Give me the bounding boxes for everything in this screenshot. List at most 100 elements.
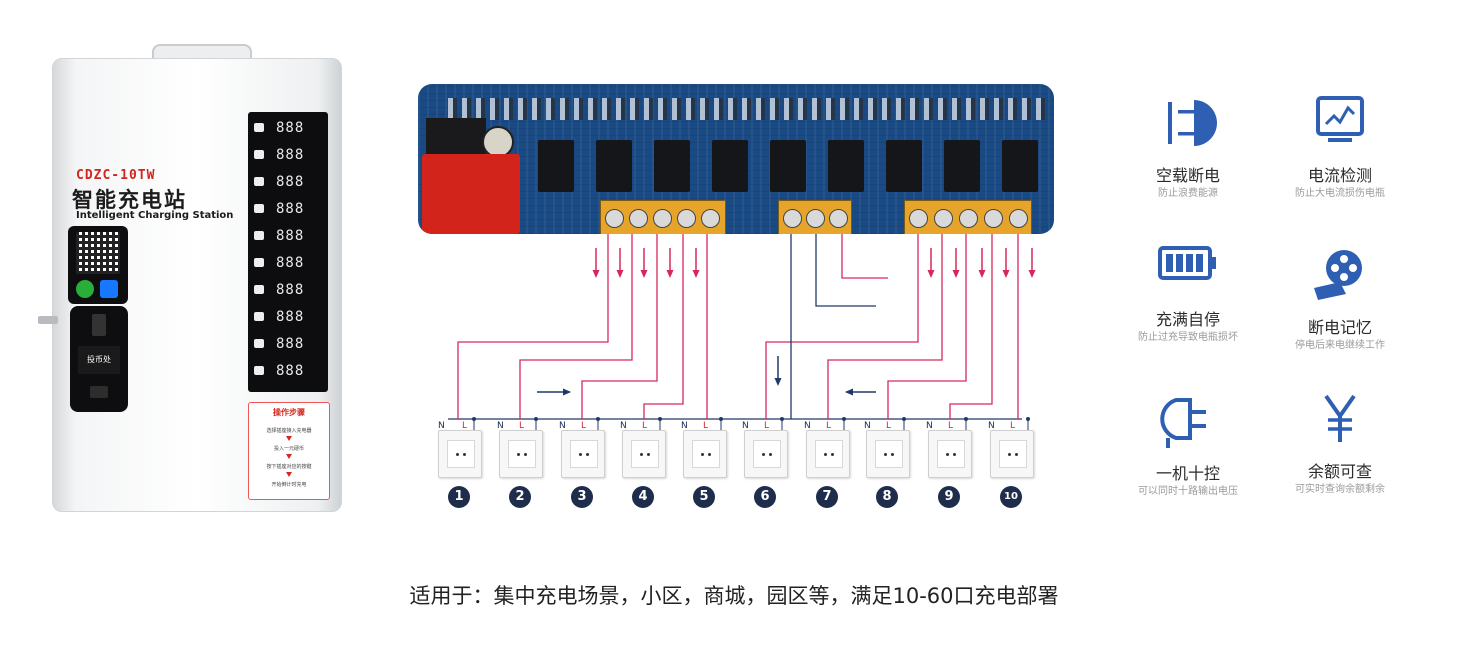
socket-hole bbox=[579, 453, 582, 456]
port-button bbox=[254, 177, 264, 186]
outlet-face bbox=[508, 440, 536, 468]
neutral-label: N bbox=[804, 421, 811, 431]
yen-icon bbox=[1324, 394, 1356, 442]
feature-subtitle: 可以同时十路输出电压 bbox=[1138, 486, 1238, 497]
outlet-face bbox=[692, 440, 720, 468]
power-outlet bbox=[683, 430, 727, 478]
port-button bbox=[254, 285, 264, 294]
display-row: 888 bbox=[252, 361, 324, 381]
arrow-down-icon bbox=[286, 472, 292, 477]
coin-slot bbox=[92, 314, 106, 336]
caption: 适用于：集中充电场景，小区，商城，园区等，满足10-60口充电部署 bbox=[409, 584, 1059, 608]
battery-full-icon bbox=[1158, 246, 1216, 280]
terminal-block bbox=[600, 200, 726, 234]
live-label: L bbox=[462, 421, 468, 431]
live-label: L bbox=[581, 421, 587, 431]
outlet-face bbox=[937, 440, 965, 468]
terminal-screw bbox=[829, 209, 848, 228]
device-title-en: Intelligent Charging Station bbox=[76, 210, 234, 221]
charging-station-device: CDZC-10TW 智能充电站 Intelligent Charging Sta… bbox=[38, 44, 342, 512]
digit-display: 888 bbox=[276, 174, 305, 190]
step-text: 选择插座接入充电器 bbox=[266, 428, 312, 434]
terminal-screw bbox=[783, 209, 802, 228]
neutral-label: N bbox=[559, 421, 566, 431]
socket-hole bbox=[701, 453, 704, 456]
neutral-label: N bbox=[620, 421, 627, 431]
component-row bbox=[448, 98, 1048, 120]
terminal-screw bbox=[934, 209, 953, 228]
digit-display: 888 bbox=[276, 255, 305, 271]
terminal-block bbox=[778, 200, 852, 234]
power-outlet bbox=[928, 430, 972, 478]
alipay-icon bbox=[100, 280, 118, 298]
arrow-down-icon bbox=[1028, 248, 1036, 278]
power-outlet bbox=[499, 430, 543, 478]
arrow-right-icon bbox=[537, 388, 571, 396]
arrow-down-icon bbox=[286, 454, 292, 459]
outlet-face bbox=[570, 440, 598, 468]
display-panel: 888 888 888 888 888 888 888 888 888 888 bbox=[248, 112, 328, 392]
socket-hole bbox=[586, 453, 589, 456]
live-wire bbox=[519, 234, 633, 419]
relay bbox=[944, 140, 980, 192]
feature-subtitle: 防止浪费能源 bbox=[1158, 188, 1218, 199]
power-outlet bbox=[622, 430, 666, 478]
socket-hole bbox=[524, 453, 527, 456]
side-pin bbox=[38, 316, 58, 324]
qr-panel bbox=[68, 226, 128, 304]
socket-hole bbox=[1015, 453, 1018, 456]
socket-hole bbox=[708, 453, 711, 456]
wires bbox=[448, 234, 1030, 430]
live-label: L bbox=[703, 421, 709, 431]
operation-steps: 操作步骤 选择插座接入充电器 投入一元硬币 按下插座对应的按键 开始倒计时充电 bbox=[248, 402, 330, 500]
socket-number: 10 bbox=[1000, 486, 1022, 508]
arrow-down-icon bbox=[286, 436, 292, 441]
live-label: L bbox=[826, 421, 832, 431]
feature-subtitle: 停电后来电继续工作 bbox=[1295, 340, 1385, 351]
socket-hole bbox=[891, 453, 894, 456]
relay bbox=[654, 140, 690, 192]
live-wire bbox=[457, 234, 609, 419]
power-outlet bbox=[744, 430, 788, 478]
relay bbox=[770, 140, 806, 192]
relay bbox=[538, 140, 574, 192]
live-wire bbox=[827, 234, 943, 419]
relay bbox=[596, 140, 632, 192]
power-outlet bbox=[990, 430, 1034, 478]
transformer bbox=[422, 154, 520, 234]
live-input-wire bbox=[841, 234, 888, 279]
feature-title: 空载断电 bbox=[1155, 166, 1220, 185]
arrow-down-icon bbox=[692, 248, 700, 278]
socket-hole bbox=[769, 453, 772, 456]
capacitor bbox=[482, 126, 514, 158]
display-row: 888 bbox=[252, 253, 324, 273]
live-label: L bbox=[886, 421, 892, 431]
device-title-cn: 智能充电站 bbox=[72, 188, 187, 212]
neutral-label: N bbox=[926, 421, 933, 431]
terminal-screw bbox=[629, 209, 648, 228]
outlet-face bbox=[999, 440, 1027, 468]
socket-number: 2 bbox=[509, 486, 531, 508]
port-button bbox=[254, 312, 264, 321]
digit-display: 888 bbox=[276, 309, 305, 325]
arrows bbox=[537, 248, 1036, 396]
arrow-down-icon bbox=[774, 356, 782, 386]
digit-display: 888 bbox=[276, 228, 305, 244]
arrow-down-icon bbox=[592, 248, 600, 278]
qr-code-icon bbox=[76, 232, 120, 274]
live-wire bbox=[643, 234, 684, 419]
digit-display: 888 bbox=[276, 147, 305, 163]
socket-hole bbox=[831, 453, 834, 456]
monitor-chart-icon bbox=[1316, 96, 1364, 142]
socket-hole bbox=[762, 453, 765, 456]
feature-subtitle: 防止过充导致电瓶损坏 bbox=[1138, 332, 1238, 343]
port-button bbox=[254, 204, 264, 213]
arrow-down-icon bbox=[616, 248, 624, 278]
neutral-label: N bbox=[497, 421, 504, 431]
display-row: 888 bbox=[252, 118, 324, 138]
terminal-screw bbox=[959, 209, 978, 228]
live-wire bbox=[765, 234, 919, 419]
relay bbox=[712, 140, 748, 192]
feature-title: 断电记忆 bbox=[1307, 318, 1372, 337]
port-button bbox=[254, 366, 264, 375]
